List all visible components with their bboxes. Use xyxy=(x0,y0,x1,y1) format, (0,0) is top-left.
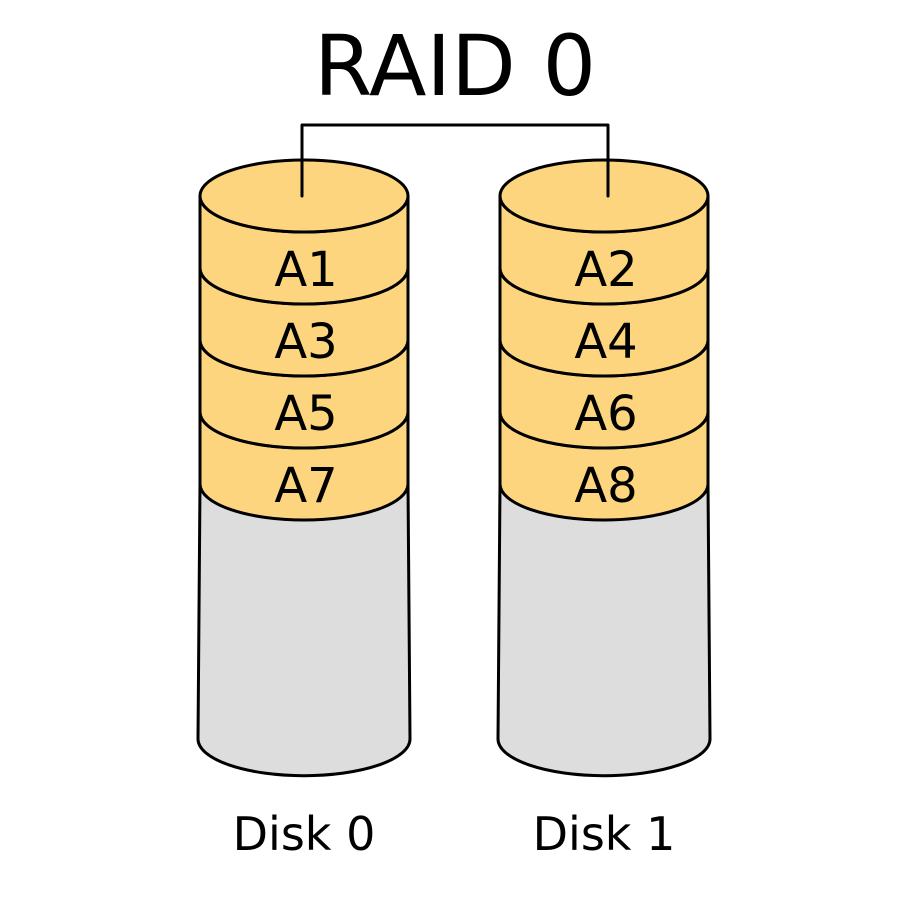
block-label: A3 xyxy=(274,314,337,370)
block-label: A8 xyxy=(574,458,637,514)
block-label: A6 xyxy=(574,386,637,442)
stripe-connector xyxy=(300,123,610,198)
diagram-title: RAID 0 xyxy=(314,17,596,115)
disk-top-cap xyxy=(198,158,410,234)
block-label: A5 xyxy=(274,386,337,442)
disk-top-cap xyxy=(498,158,710,234)
block-label: A4 xyxy=(574,314,637,370)
block-label: A2 xyxy=(574,242,637,298)
block-label: A7 xyxy=(274,458,337,514)
disk-empty-space xyxy=(196,482,412,778)
disk-label: Disk 1 xyxy=(533,807,676,861)
block-label: A1 xyxy=(274,242,337,298)
disk-label: Disk 0 xyxy=(233,807,376,861)
disk-empty-space xyxy=(496,482,712,778)
